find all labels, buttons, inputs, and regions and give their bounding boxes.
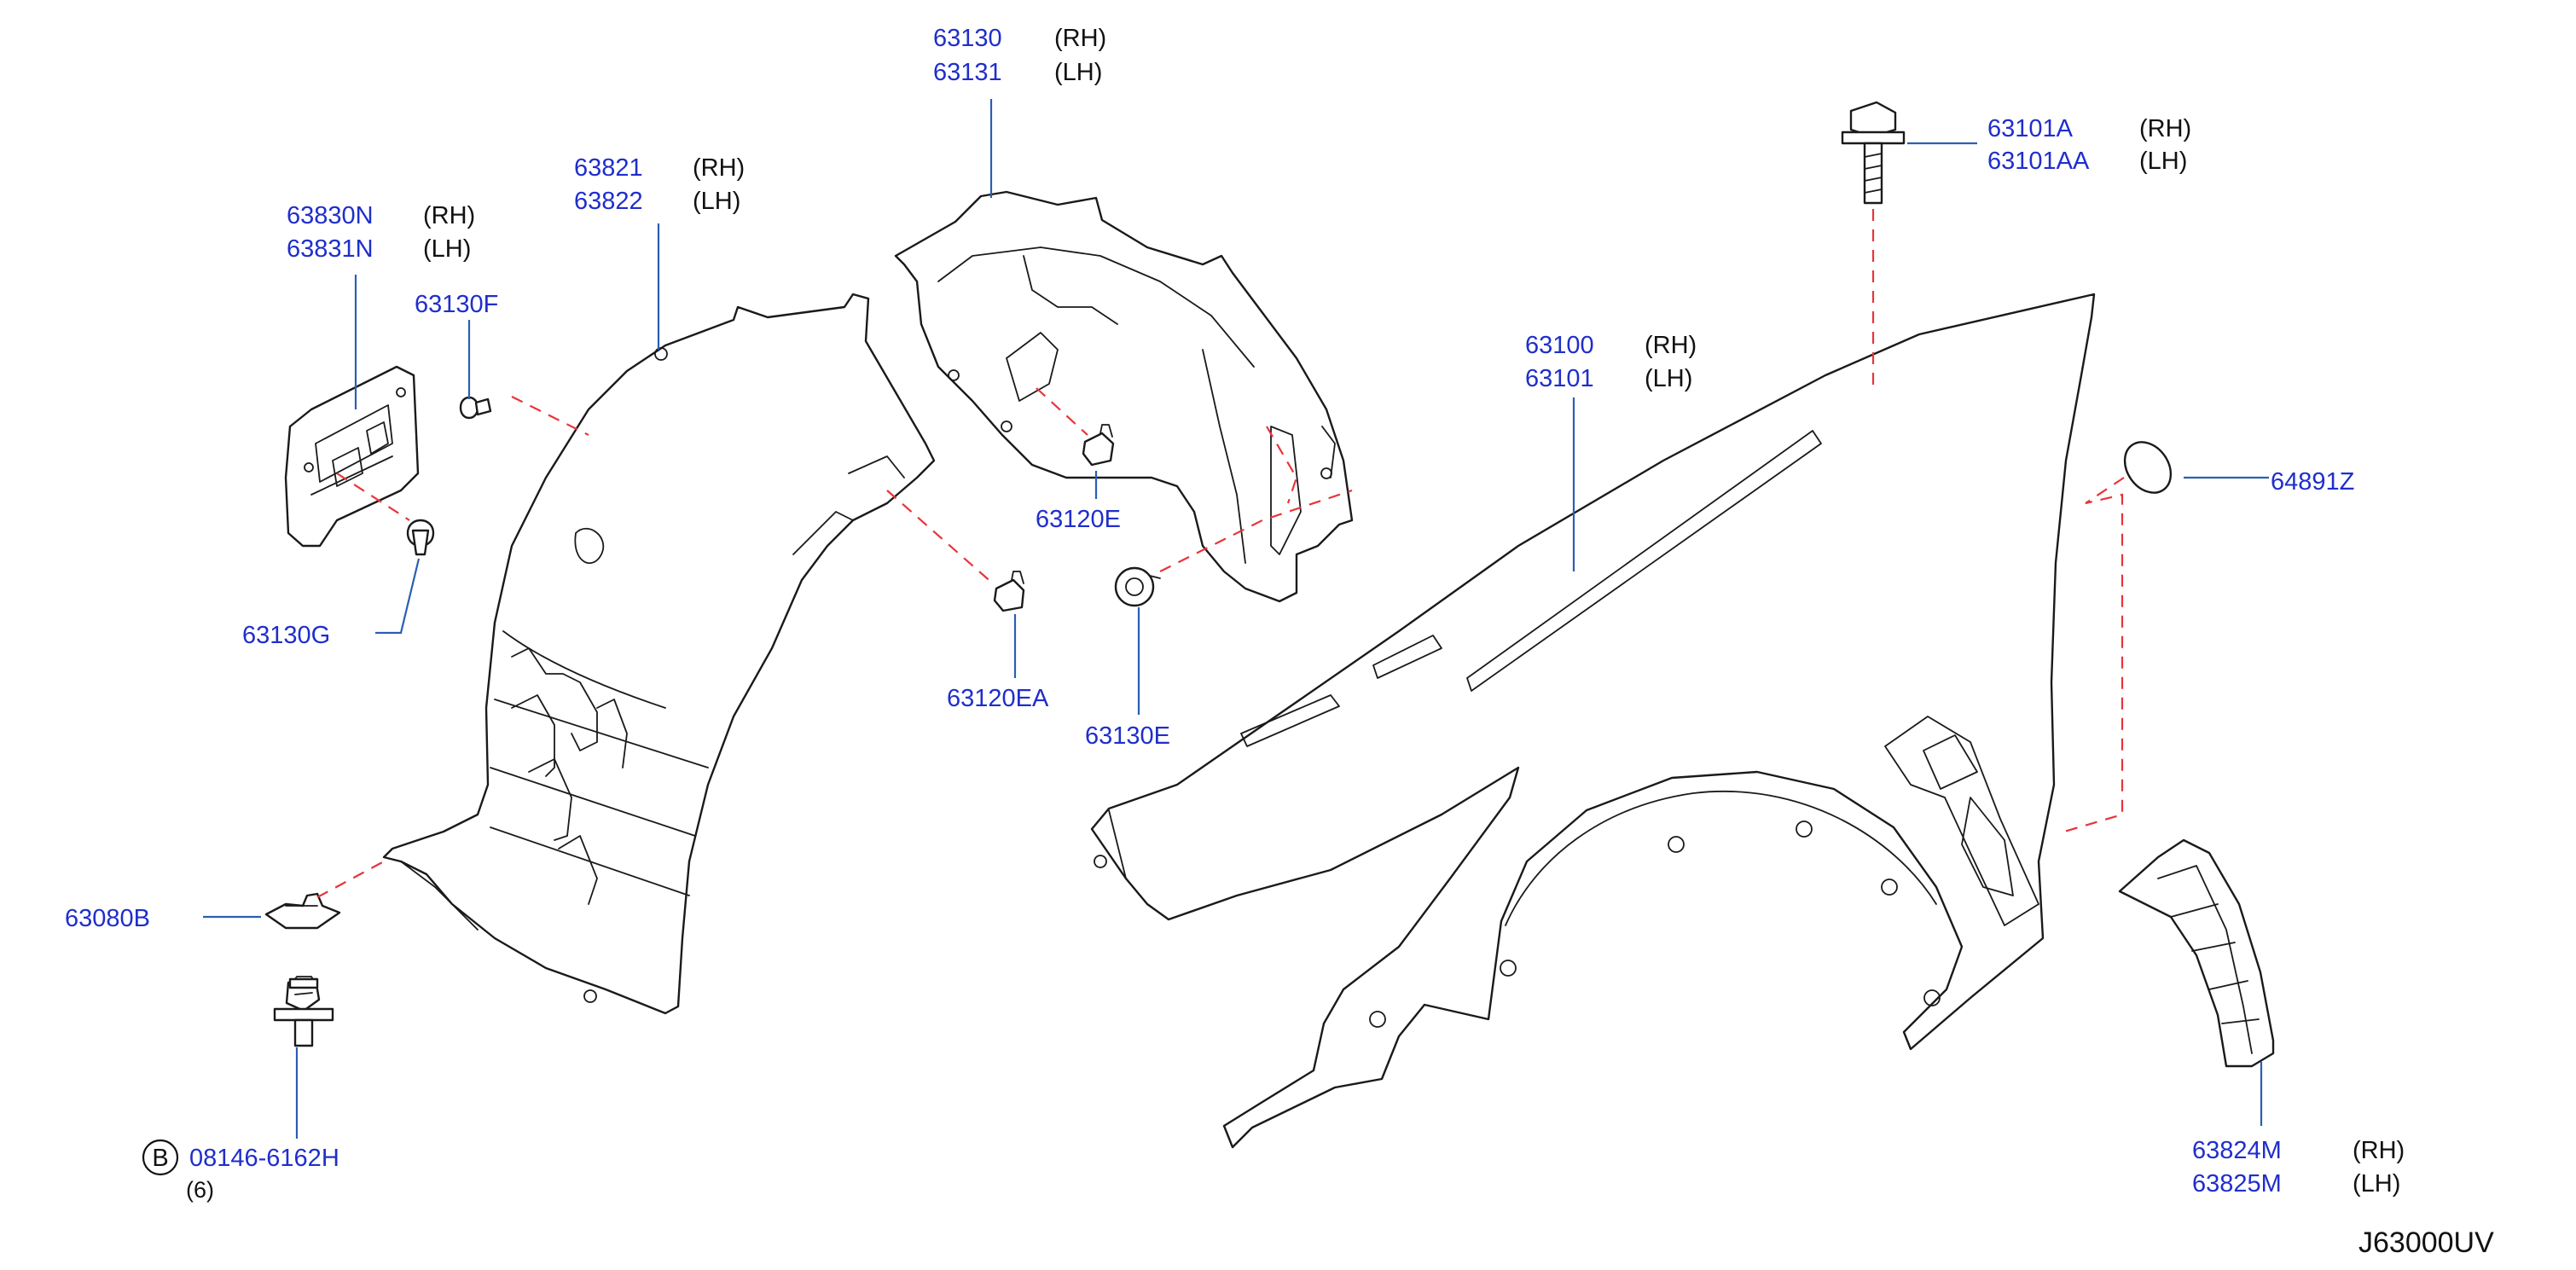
seal-part <box>2123 441 2173 494</box>
callout-63130e: 63130E <box>1085 722 1170 750</box>
part-number: 63101 <box>1525 365 1594 392</box>
part-number: 63101A <box>1987 115 2074 142</box>
side-label: (LH) <box>1645 365 1692 392</box>
leader-lines <box>203 99 2269 1139</box>
callout-08146: B 08146-6162H (6) <box>142 1139 339 1203</box>
side-label: (RH) <box>1054 25 1106 52</box>
callout-63821: 63821 (RH) 63822 (LH) <box>574 154 745 215</box>
side-label: (RH) <box>2139 115 2191 142</box>
callout-63824m: 63824M (RH) 63825M (LH) <box>2192 1137 2405 1198</box>
callout-63830n: 63830N (RH) 63831N (LH) <box>287 202 475 263</box>
clip-63130g-part <box>406 519 435 556</box>
part-number: 63120EA <box>947 685 1049 712</box>
side-label: (LH) <box>423 235 471 263</box>
bolt-63101a-part <box>1841 101 1906 205</box>
part-number: 63824M <box>2192 1137 2282 1164</box>
side-label: (RH) <box>693 154 745 182</box>
part-number: 63831N <box>287 235 374 263</box>
callout-63130: 63130 (RH) 63131 (LH) <box>933 25 1106 86</box>
part-number: 08146-6162H <box>189 1145 339 1172</box>
clip-63130f-part <box>459 396 492 420</box>
bolt-08146-part <box>273 976 334 1047</box>
side-label: (RH) <box>2353 1137 2405 1164</box>
side-label: (LH) <box>2353 1170 2400 1198</box>
callout-63120e: 63120E <box>1036 506 1121 533</box>
clip-63130e-part <box>1114 566 1161 607</box>
callout-63080b: 63080B <box>65 905 150 932</box>
callout-63130f: 63130F <box>415 291 498 318</box>
part-number: 63830N <box>287 202 374 229</box>
part-number: 63130 <box>933 25 1002 52</box>
part-number: 63130F <box>415 291 498 318</box>
part-number: 64891Z <box>2271 468 2354 496</box>
side-label: (RH) <box>423 202 475 229</box>
callout-63100: 63100 (RH) 63101 (LH) <box>1525 332 1697 392</box>
assembly-lines <box>316 209 2125 898</box>
callout-63130g: 63130G <box>242 622 330 649</box>
clip-63080b-part <box>264 892 341 930</box>
side-label: (LH) <box>2139 148 2187 175</box>
side-label: (LH) <box>693 188 740 215</box>
part-number: 63100 <box>1525 332 1594 359</box>
quantity-label: (6) <box>186 1177 214 1203</box>
corner-extension-part <box>2118 838 2275 1068</box>
diagram-code: J63000UV <box>2358 1227 2494 1259</box>
side-label: (RH) <box>1645 332 1697 359</box>
part-number: 63120E <box>1036 506 1121 533</box>
callout-63120ea: 63120EA <box>947 685 1049 712</box>
clip-63120e-part <box>1082 424 1115 467</box>
bracket-part <box>284 365 420 548</box>
fender-part <box>1090 293 2096 1149</box>
callout-63101a: 63101A (RH) 63101AA (LH) <box>1987 115 2191 175</box>
part-number: 63080B <box>65 905 150 932</box>
part-number: 63130G <box>242 622 330 649</box>
fender-liner-part <box>382 293 936 1015</box>
part-number: 63822 <box>574 188 643 215</box>
callout-64891z: 64891Z <box>2271 468 2354 496</box>
part-number: 63130E <box>1085 722 1170 750</box>
reference-badge <box>142 1139 179 1176</box>
badge-letter: B <box>152 1145 168 1172</box>
part-number: 63131 <box>933 59 1002 86</box>
clip-63120ea-part <box>993 571 1025 612</box>
part-number: 63821 <box>574 154 643 182</box>
rear-liner-part <box>894 190 1354 603</box>
side-label: (LH) <box>1054 59 1102 86</box>
part-number: 63101AA <box>1987 148 2090 175</box>
part-number: 63825M <box>2192 1170 2282 1198</box>
